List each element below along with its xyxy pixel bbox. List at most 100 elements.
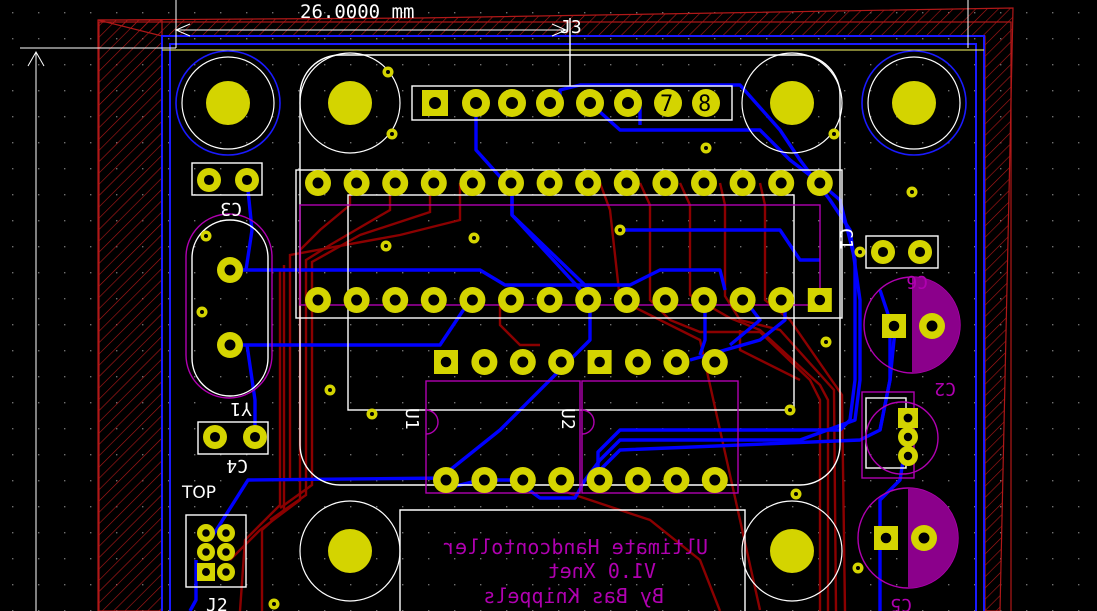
ic-socket-pad[interactable] bbox=[536, 287, 563, 313]
ref-c1: C1 bbox=[835, 228, 856, 250]
ic-socket-pad[interactable] bbox=[305, 287, 331, 313]
ic-socket-pad[interactable] bbox=[691, 170, 717, 196]
via bbox=[852, 562, 864, 574]
ic-pad[interactable] bbox=[701, 467, 728, 493]
cap-c3-pad[interactable] bbox=[235, 168, 259, 192]
ic-pad[interactable] bbox=[548, 467, 575, 493]
j2-pad[interactable] bbox=[197, 543, 215, 561]
ic-socket-pad[interactable] bbox=[343, 170, 370, 196]
j3-pin-7-label: 7 bbox=[660, 92, 673, 117]
ic-pad-square[interactable] bbox=[587, 350, 612, 374]
ic-pad[interactable] bbox=[663, 467, 690, 493]
ic-socket-pad[interactable] bbox=[305, 170, 331, 196]
ic-socket-pad[interactable] bbox=[459, 170, 486, 196]
ic-pad[interactable] bbox=[471, 349, 498, 375]
ref-c2: C2 bbox=[934, 378, 956, 399]
mounting-holes bbox=[175, 50, 967, 602]
ic-socket-pad[interactable] bbox=[382, 170, 409, 196]
ic-socket-pad[interactable] bbox=[768, 287, 795, 313]
ic-pad[interactable] bbox=[509, 467, 536, 493]
ref-u2: U2 bbox=[557, 408, 578, 430]
ic-pad-square[interactable] bbox=[434, 350, 458, 374]
cap-c1-pad[interactable] bbox=[871, 240, 895, 264]
ic-socket-pad[interactable] bbox=[498, 170, 524, 196]
cap-c4-pad[interactable] bbox=[243, 425, 267, 449]
top-copper-traces bbox=[188, 83, 910, 611]
via bbox=[790, 488, 802, 500]
j2-pad[interactable] bbox=[217, 563, 235, 581]
regulator-pad[interactable] bbox=[898, 427, 918, 447]
via bbox=[614, 224, 626, 236]
cap-c6-pad[interactable] bbox=[919, 313, 945, 339]
ic-pad[interactable] bbox=[586, 467, 613, 493]
via bbox=[200, 230, 212, 242]
ic-pad[interactable] bbox=[509, 349, 536, 375]
ic-socket-pad[interactable] bbox=[768, 170, 795, 196]
ref-c5: C5 bbox=[890, 594, 912, 611]
board-text-line3: By Bas Knippels bbox=[483, 584, 664, 608]
j3-pin-8-label: 8 bbox=[698, 92, 711, 117]
board-text: Ultimate Handcontoller V1.0 Xnet By Bas … bbox=[443, 535, 708, 608]
cap-c5-pad-plus[interactable] bbox=[874, 526, 898, 550]
ic-socket-pad[interactable] bbox=[575, 170, 602, 196]
ic-socket-pad[interactable] bbox=[343, 287, 370, 313]
ic-pad[interactable] bbox=[663, 349, 690, 375]
via bbox=[828, 128, 840, 140]
ic-pad[interactable] bbox=[625, 349, 651, 375]
via bbox=[820, 336, 832, 348]
crystal-y1-outline bbox=[191, 219, 269, 397]
ic-socket-pad[interactable] bbox=[459, 287, 486, 313]
via bbox=[324, 384, 336, 396]
ic-socket-pad[interactable] bbox=[729, 170, 756, 196]
via bbox=[386, 128, 398, 140]
cap-c5-pad[interactable] bbox=[911, 525, 937, 551]
cap-c3-pad[interactable] bbox=[197, 168, 221, 192]
ic-socket-pad[interactable] bbox=[806, 170, 833, 196]
ref-y1: Y1 bbox=[230, 398, 252, 419]
header-j3-pads[interactable] bbox=[422, 89, 720, 117]
j2-pad-1[interactable] bbox=[197, 563, 215, 581]
crystal-y1-pad[interactable] bbox=[217, 332, 243, 358]
j2-pad[interactable] bbox=[217, 543, 235, 561]
cap-c1-pad[interactable] bbox=[908, 240, 932, 264]
crystal-y1-pad[interactable] bbox=[217, 257, 243, 283]
ic-socket-pad[interactable] bbox=[613, 170, 640, 196]
dimension-label: 26.0000 mm bbox=[300, 1, 414, 23]
cap-c6-pad-plus[interactable] bbox=[882, 314, 906, 338]
ic-socket-pad[interactable] bbox=[729, 287, 756, 313]
ic-socket-pad[interactable] bbox=[498, 287, 524, 313]
ic-socket-pad[interactable] bbox=[691, 287, 717, 313]
regulator-pad-1[interactable] bbox=[898, 408, 918, 428]
ic-pad[interactable] bbox=[701, 349, 728, 375]
ic-pad[interactable] bbox=[548, 349, 575, 375]
pad-layer[interactable] bbox=[197, 168, 945, 581]
ic-socket-pad-1[interactable] bbox=[807, 288, 832, 312]
via bbox=[268, 598, 280, 610]
ref-j2: J2 bbox=[206, 595, 228, 611]
j2-pad[interactable] bbox=[217, 524, 235, 542]
ic-pad[interactable] bbox=[471, 467, 498, 493]
layer-label-top: TOP bbox=[181, 483, 216, 503]
via bbox=[700, 142, 712, 154]
board-text-line2: V1.0 Xnet bbox=[548, 559, 656, 583]
ic-socket-pad[interactable] bbox=[652, 170, 679, 196]
j2-pad[interactable] bbox=[197, 524, 215, 542]
ic-pad[interactable] bbox=[433, 467, 459, 493]
regulator-pad[interactable] bbox=[898, 446, 918, 466]
ic-socket-pad[interactable] bbox=[613, 287, 640, 313]
ic-pad[interactable] bbox=[625, 467, 651, 493]
ic-socket-pad[interactable] bbox=[536, 170, 563, 196]
dimension-26mm[interactable] bbox=[20, 0, 969, 611]
ic-socket-pad[interactable] bbox=[575, 287, 602, 313]
ref-c4: C4 bbox=[226, 455, 248, 476]
board-outline bbox=[161, 35, 985, 611]
via bbox=[380, 240, 392, 252]
ic-socket-pad[interactable] bbox=[420, 287, 447, 313]
ic-socket-pad[interactable] bbox=[652, 287, 679, 313]
ic-socket-pad[interactable] bbox=[382, 287, 409, 313]
cap-c4-pad[interactable] bbox=[203, 425, 227, 449]
ic-socket-pad[interactable] bbox=[420, 170, 447, 196]
via bbox=[784, 404, 796, 416]
via bbox=[366, 408, 378, 420]
